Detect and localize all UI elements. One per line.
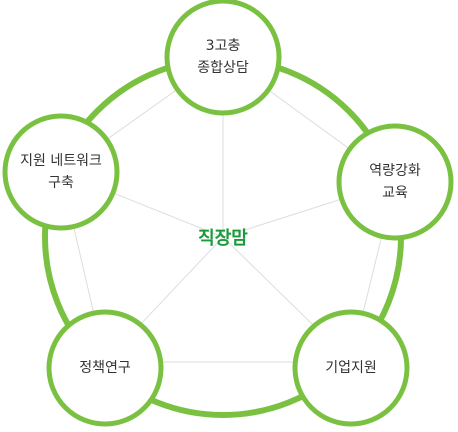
center-label: 직장맘 bbox=[198, 228, 248, 249]
node-label-company-support: 기업지원 bbox=[325, 360, 377, 376]
node-circle-network[interactable] bbox=[2, 113, 120, 231]
node-label-network: 지원 네트워크 구축 bbox=[20, 153, 102, 191]
node-circle-policy-research[interactable] bbox=[46, 309, 164, 427]
node-circle-counseling[interactable] bbox=[164, 0, 282, 116]
node-circle-company-support[interactable] bbox=[292, 309, 410, 427]
node-label-counseling: 3고충 종합상담 bbox=[197, 38, 249, 76]
node-label-policy-research: 정책연구 bbox=[79, 360, 131, 376]
node-label-education: 역량강화 교육 bbox=[369, 163, 421, 201]
node-circle-education[interactable] bbox=[336, 123, 454, 241]
